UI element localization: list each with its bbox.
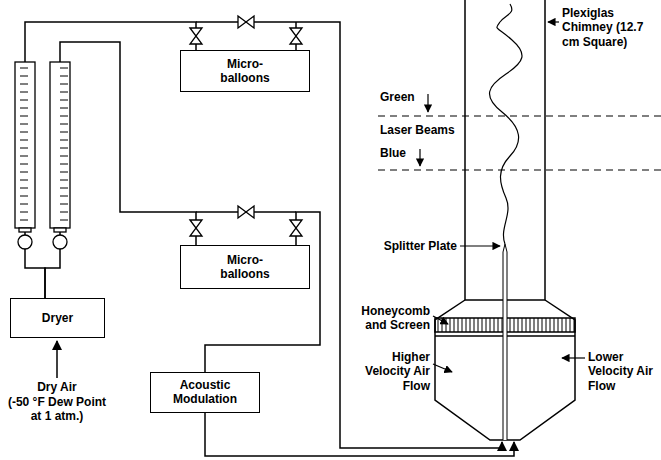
flowmeter-fitting (54, 228, 66, 232)
part-label: Blue (380, 146, 440, 160)
box-label: Micro- balloons (210, 253, 280, 282)
blue-laser-beam (378, 169, 661, 170)
part-label: Splitter Plate (345, 239, 457, 253)
leader-arrow (460, 245, 500, 246)
part-label: Honeycomb and Screen (345, 304, 430, 333)
process-box: Acoustic Modulation (150, 372, 260, 413)
air-line (205, 212, 320, 372)
valve-symbol (238, 16, 254, 28)
process-box: Dryer (10, 298, 105, 338)
leader-arrow (562, 357, 585, 358)
valve-symbol (190, 28, 202, 44)
dry-air-arrow (56, 341, 58, 378)
part-label: Plexiglas Chimney (12.7 cm Square) (562, 6, 658, 49)
valve-symbol (238, 206, 254, 218)
splitter-plate (503, 244, 507, 440)
leader-arrow (433, 364, 452, 372)
part-label: Lower Velocity Air Flow (588, 350, 658, 393)
flowmeter-fitting (19, 228, 31, 232)
box-label: Dryer (15, 311, 100, 325)
box-label: Micro- balloons (210, 57, 280, 86)
process-box: Micro- balloons (180, 50, 310, 92)
part-label: (-50 °F Dew Point at 1 atm.) (2, 395, 112, 424)
flowmeter-tube (50, 62, 70, 228)
flowmeter-scale (50, 66, 70, 224)
box-label: Acoustic Modulation (160, 378, 250, 407)
part-label: Green (380, 90, 440, 104)
air-line (45, 42, 196, 298)
valve-symbol (190, 220, 202, 236)
flowmeter-scale (15, 66, 35, 224)
part-label: Dry Air (2, 380, 112, 394)
process-box: Micro- balloons (180, 245, 310, 289)
lower-supply-line (205, 412, 514, 456)
part-label: Laser Beams (380, 123, 464, 137)
beam-arrow (419, 149, 420, 166)
valve-symbol (290, 28, 302, 44)
leader-arrow (433, 316, 448, 324)
valve-symbol (290, 220, 302, 236)
flowmeter-tube (15, 62, 35, 228)
flow-control-knob (53, 235, 67, 249)
air-line (25, 22, 196, 298)
beam-arrow (427, 94, 428, 112)
flow-control-knob (18, 235, 32, 249)
part-label: Higher Velocity Air Flow (345, 350, 430, 393)
green-laser-beam (378, 115, 661, 116)
shear-layer-streak (490, 4, 523, 244)
leader-arrow (548, 21, 559, 22)
